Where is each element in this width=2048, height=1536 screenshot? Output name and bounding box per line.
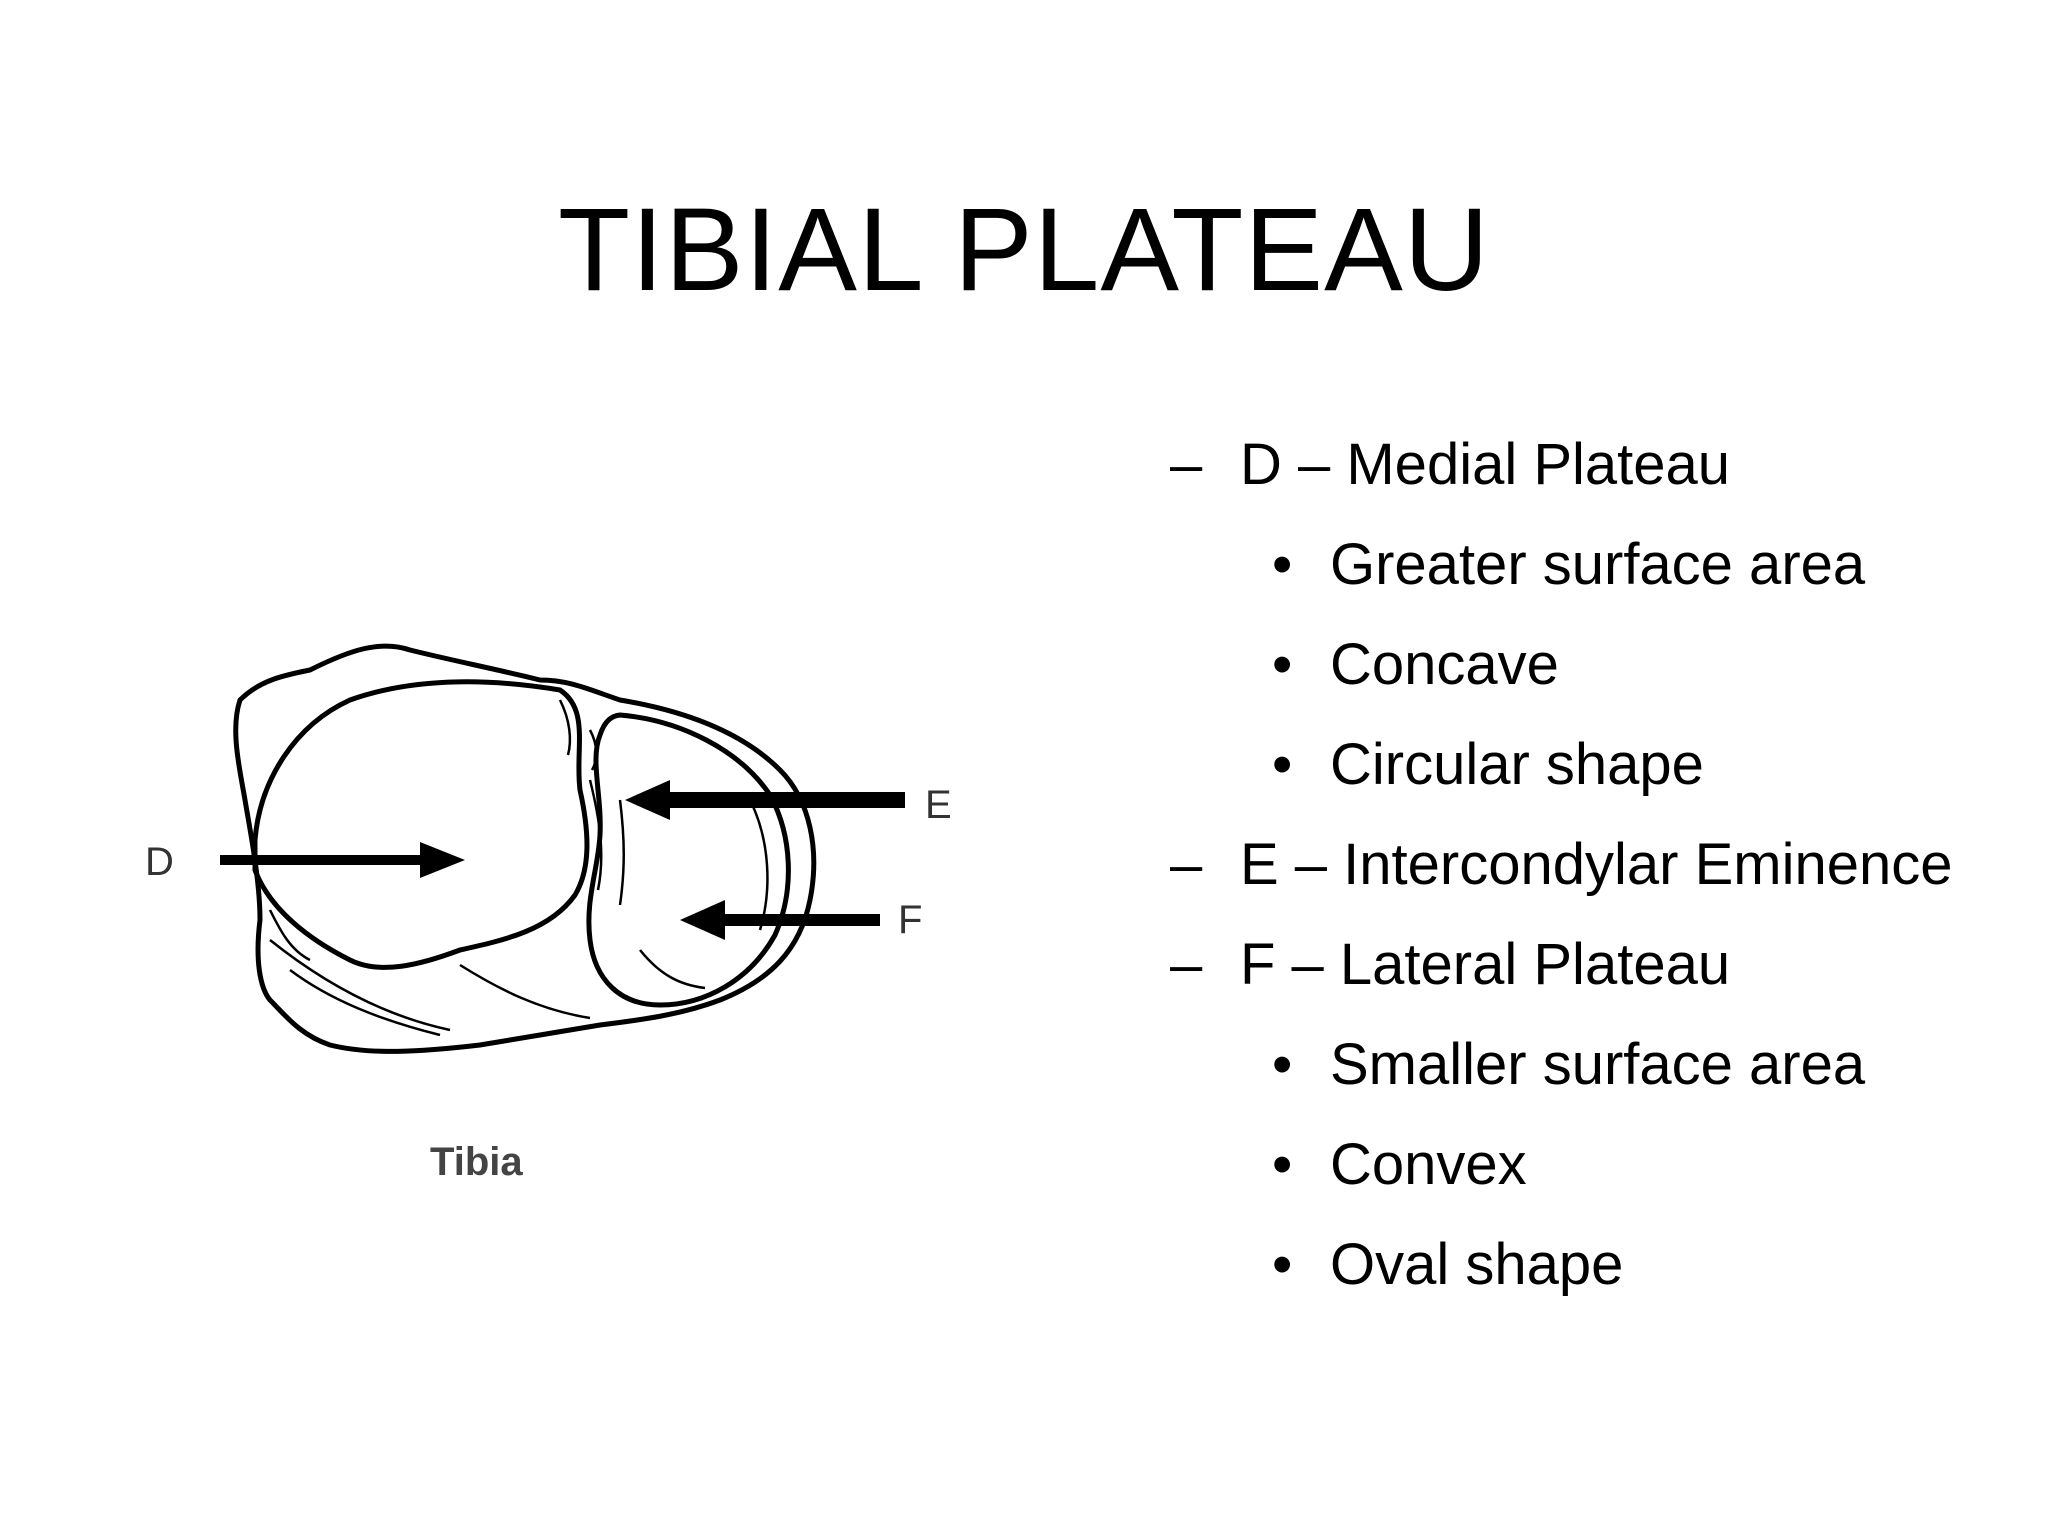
sub-list-lateral: • Smaller surface area • Convex • Oval s…	[1170, 1025, 2010, 1305]
bullet-marker: •	[1272, 732, 1293, 797]
label-d: D	[145, 840, 174, 884]
list-item-lateral-plateau: – F – Lateral Plateau	[1170, 925, 2010, 1005]
dash-marker: –	[1170, 832, 1203, 897]
dash-marker: –	[1170, 932, 1203, 997]
sub-list-medial: • Greater surface area • Concave • Circu…	[1170, 525, 2010, 805]
sub-item-text: Circular shape	[1330, 732, 1704, 797]
shading-lines	[268, 699, 769, 1037]
medial-plateau-outline	[252, 679, 590, 970]
label-f: F	[898, 898, 922, 942]
arrow-d	[220, 842, 465, 878]
figure-caption: Tibia	[430, 1140, 523, 1184]
bullet-list: – D – Medial Plateau • Greater surface a…	[1170, 425, 2010, 1325]
sub-item: • Oval shape	[1170, 1225, 2010, 1305]
label-e: E	[925, 783, 952, 827]
bullet-marker: •	[1272, 532, 1293, 597]
slide-title: TIBIAL PLATEAU	[557, 184, 1491, 316]
sub-item: • Convex	[1170, 1125, 2010, 1205]
list-item-text: F – Lateral Plateau	[1240, 932, 1731, 997]
dash-marker: –	[1170, 432, 1203, 497]
sub-item-text: Smaller surface area	[1330, 1032, 1866, 1097]
list-item-medial-plateau: – D – Medial Plateau	[1170, 425, 2010, 505]
sub-item: • Circular shape	[1170, 725, 2010, 805]
arrow-f	[680, 900, 880, 940]
list-item-intercondylar-eminence: – E – Intercondylar Eminence	[1170, 825, 2010, 905]
lateral-plateau-outline	[586, 712, 791, 1008]
list-item-text: D – Medial Plateau	[1240, 432, 1731, 497]
sub-item-text: Oval shape	[1330, 1232, 1624, 1297]
sub-item: • Smaller surface area	[1170, 1025, 2010, 1105]
sub-item-text: Concave	[1330, 632, 1559, 697]
bullet-marker: •	[1272, 1132, 1293, 1197]
sub-item-text: Convex	[1330, 1132, 1527, 1197]
tibial-plateau-illustration: D E F Tibia	[145, 643, 952, 1184]
sub-item-text: Greater surface area	[1330, 532, 1866, 597]
bullet-marker: •	[1272, 632, 1293, 697]
list-item-text: E – Intercondylar Eminence	[1240, 832, 1953, 897]
sub-item: • Greater surface area	[1170, 525, 2010, 605]
tibia-figure: D E F Tibia	[120, 620, 1020, 1220]
bullet-marker: •	[1272, 1032, 1293, 1097]
bullet-marker: •	[1272, 1232, 1293, 1297]
arrow-e	[625, 780, 905, 820]
sub-item: • Concave	[1170, 625, 2010, 705]
